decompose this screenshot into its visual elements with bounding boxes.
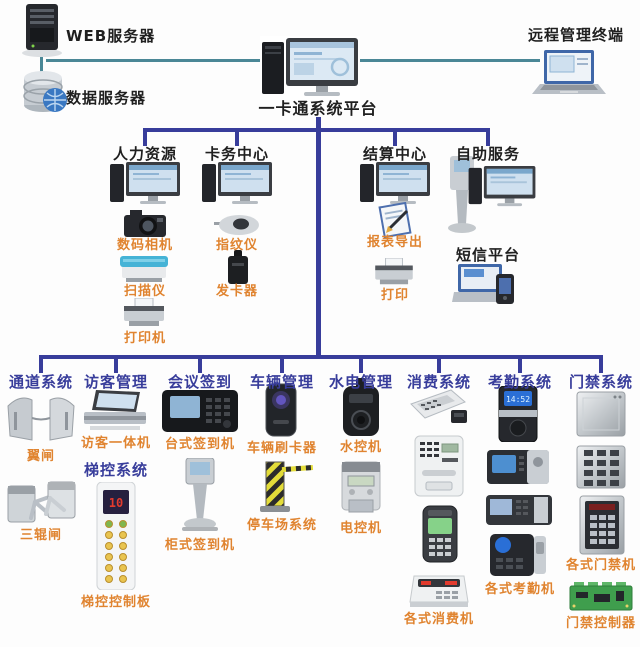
access-controller-board-icon	[569, 582, 633, 611]
vehicle-reader-label: 车辆刷卡器	[246, 441, 317, 456]
platform-computer-icon	[260, 36, 360, 100]
electric-controller-label: 电控机	[339, 521, 382, 536]
visitor-machine-label: 访客一体机	[80, 436, 151, 451]
header-attendance-system: 考勤系统	[487, 373, 552, 391]
remote-terminal-label: 远程管理终端	[527, 26, 624, 44]
connector-level2-drop-2	[235, 128, 239, 146]
visitor-machine-icon	[84, 390, 146, 430]
connector-trunk	[316, 117, 321, 358]
connector-level2-drop-1	[143, 128, 147, 146]
header-visitor-management: 访客管理	[83, 373, 148, 391]
card-issuer-icon	[228, 250, 248, 284]
header-meeting-signin: 会议签到	[167, 373, 232, 391]
handheld-consume-machine-icon	[422, 505, 458, 563]
attendance-clock-machine-icon: 14:52	[498, 386, 538, 442]
sms-platform-icon	[452, 264, 514, 304]
attendance-machine-4-icon	[490, 534, 546, 576]
header-channel-system: 通道系统	[8, 373, 73, 391]
connector-level3-drop-3	[198, 355, 202, 373]
wing-gate-icon	[7, 397, 75, 441]
vehicle-card-reader-icon	[265, 383, 297, 437]
data-server-label: 数据服务器	[66, 89, 147, 107]
scanner-icon	[120, 256, 168, 282]
platform-label: 一卡通系统平台	[258, 99, 378, 118]
cabinet-signin-machine-icon	[182, 458, 218, 531]
elevator-board-label: 梯控控制板	[80, 595, 151, 610]
printer-label: 打印机	[123, 331, 166, 346]
self-service-workstation-icon	[468, 166, 536, 207]
connector-level2-drop-4	[486, 128, 490, 146]
attendance-machine-2-icon	[487, 450, 549, 484]
water-controller-icon	[343, 378, 379, 436]
header-access-system: 门禁系统	[568, 373, 633, 391]
parking-barrier-icon	[260, 461, 314, 512]
hr-workstation-icon	[110, 162, 180, 204]
header-card-center: 卡务中心	[204, 145, 269, 163]
header-vehicle-management: 车辆管理	[249, 373, 314, 391]
connector-level3-drop-2	[114, 355, 118, 373]
web-server-label: WEB服务器	[66, 27, 156, 45]
consume-machines-label: 各式消费机	[403, 612, 474, 627]
attendance-machine-3-icon	[486, 495, 552, 525]
header-self-service: 自助服务	[455, 145, 520, 163]
card-workstation-icon	[202, 162, 272, 204]
attendance-machines-label: 各式考勤机	[484, 582, 555, 597]
desk-consume-machine-icon	[409, 575, 469, 607]
elevator-control-header: 梯控系统	[83, 461, 148, 479]
connector-level2-bus	[143, 128, 490, 132]
self-service-kiosk-icon	[448, 156, 476, 233]
tripod-turnstile-icon	[7, 481, 76, 523]
scanner-label: 扫描仪	[123, 284, 166, 299]
print-label: 打印	[380, 288, 409, 303]
svg-text:10: 10	[109, 496, 123, 510]
card-issuer-label: 发卡器	[215, 284, 258, 299]
connector-level3-drop-8	[599, 355, 603, 373]
connector-level2-drop-3	[393, 128, 397, 146]
web-server-icon	[22, 4, 62, 57]
cabinet-signin-label: 柜式签到机	[164, 538, 235, 553]
elevator-control-panel-icon: 10	[96, 482, 136, 590]
connector-level3-drop-5	[359, 355, 363, 373]
header-hr: 人力资源	[112, 145, 177, 163]
fingerprint-reader-icon	[214, 215, 259, 235]
electric-meter-icon	[341, 461, 381, 513]
access-reader-plain-icon	[576, 391, 626, 437]
report-export-label: 报表导出	[366, 235, 423, 250]
header-settlement-center: 结算中心	[362, 145, 427, 163]
header-utility-management: 水电管理	[328, 373, 393, 391]
report-export-icon	[378, 202, 412, 238]
water-controller-label: 水控机	[339, 440, 382, 455]
access-controller-label: 门禁控制器	[565, 616, 636, 631]
database-server-icon	[23, 71, 67, 112]
connector-level3-drop-4	[280, 355, 284, 373]
tripod-turnstile-label: 三辊闸	[19, 528, 62, 543]
access-machines-label: 各式门禁机	[565, 558, 636, 573]
connector-level3-bus	[39, 355, 603, 359]
connector-level3-drop-1	[39, 355, 43, 373]
access-keypad-icon	[576, 445, 626, 489]
connector-server-vertical	[40, 56, 43, 74]
remote-terminal-laptop-icon	[532, 50, 606, 94]
desk-signin-machine-icon	[162, 390, 238, 432]
connector-level3-drop-7	[518, 355, 522, 373]
wing-gate-label: 翼闸	[26, 449, 55, 464]
fingerprint-reader-label: 指纹仪	[215, 238, 258, 253]
sms-platform-label: 短信平台	[455, 246, 520, 264]
digital-camera-icon	[124, 210, 166, 237]
parking-system-label: 停车场系统	[246, 518, 317, 533]
access-keypad-display-icon	[579, 495, 625, 555]
settlement-workstation-icon	[360, 162, 430, 204]
pos-consume-machine-icon	[410, 389, 467, 423]
header-consume-system: 消费系统	[406, 373, 471, 391]
digital-camera-label: 数码相机	[116, 238, 173, 253]
printer-icon	[124, 298, 164, 326]
wall-consume-machine-icon	[414, 435, 464, 497]
svg-text:14:52: 14:52	[506, 395, 530, 404]
print-icon	[375, 258, 413, 285]
desk-signin-label: 台式签到机	[164, 437, 235, 452]
connector-level3-drop-6	[437, 355, 441, 373]
